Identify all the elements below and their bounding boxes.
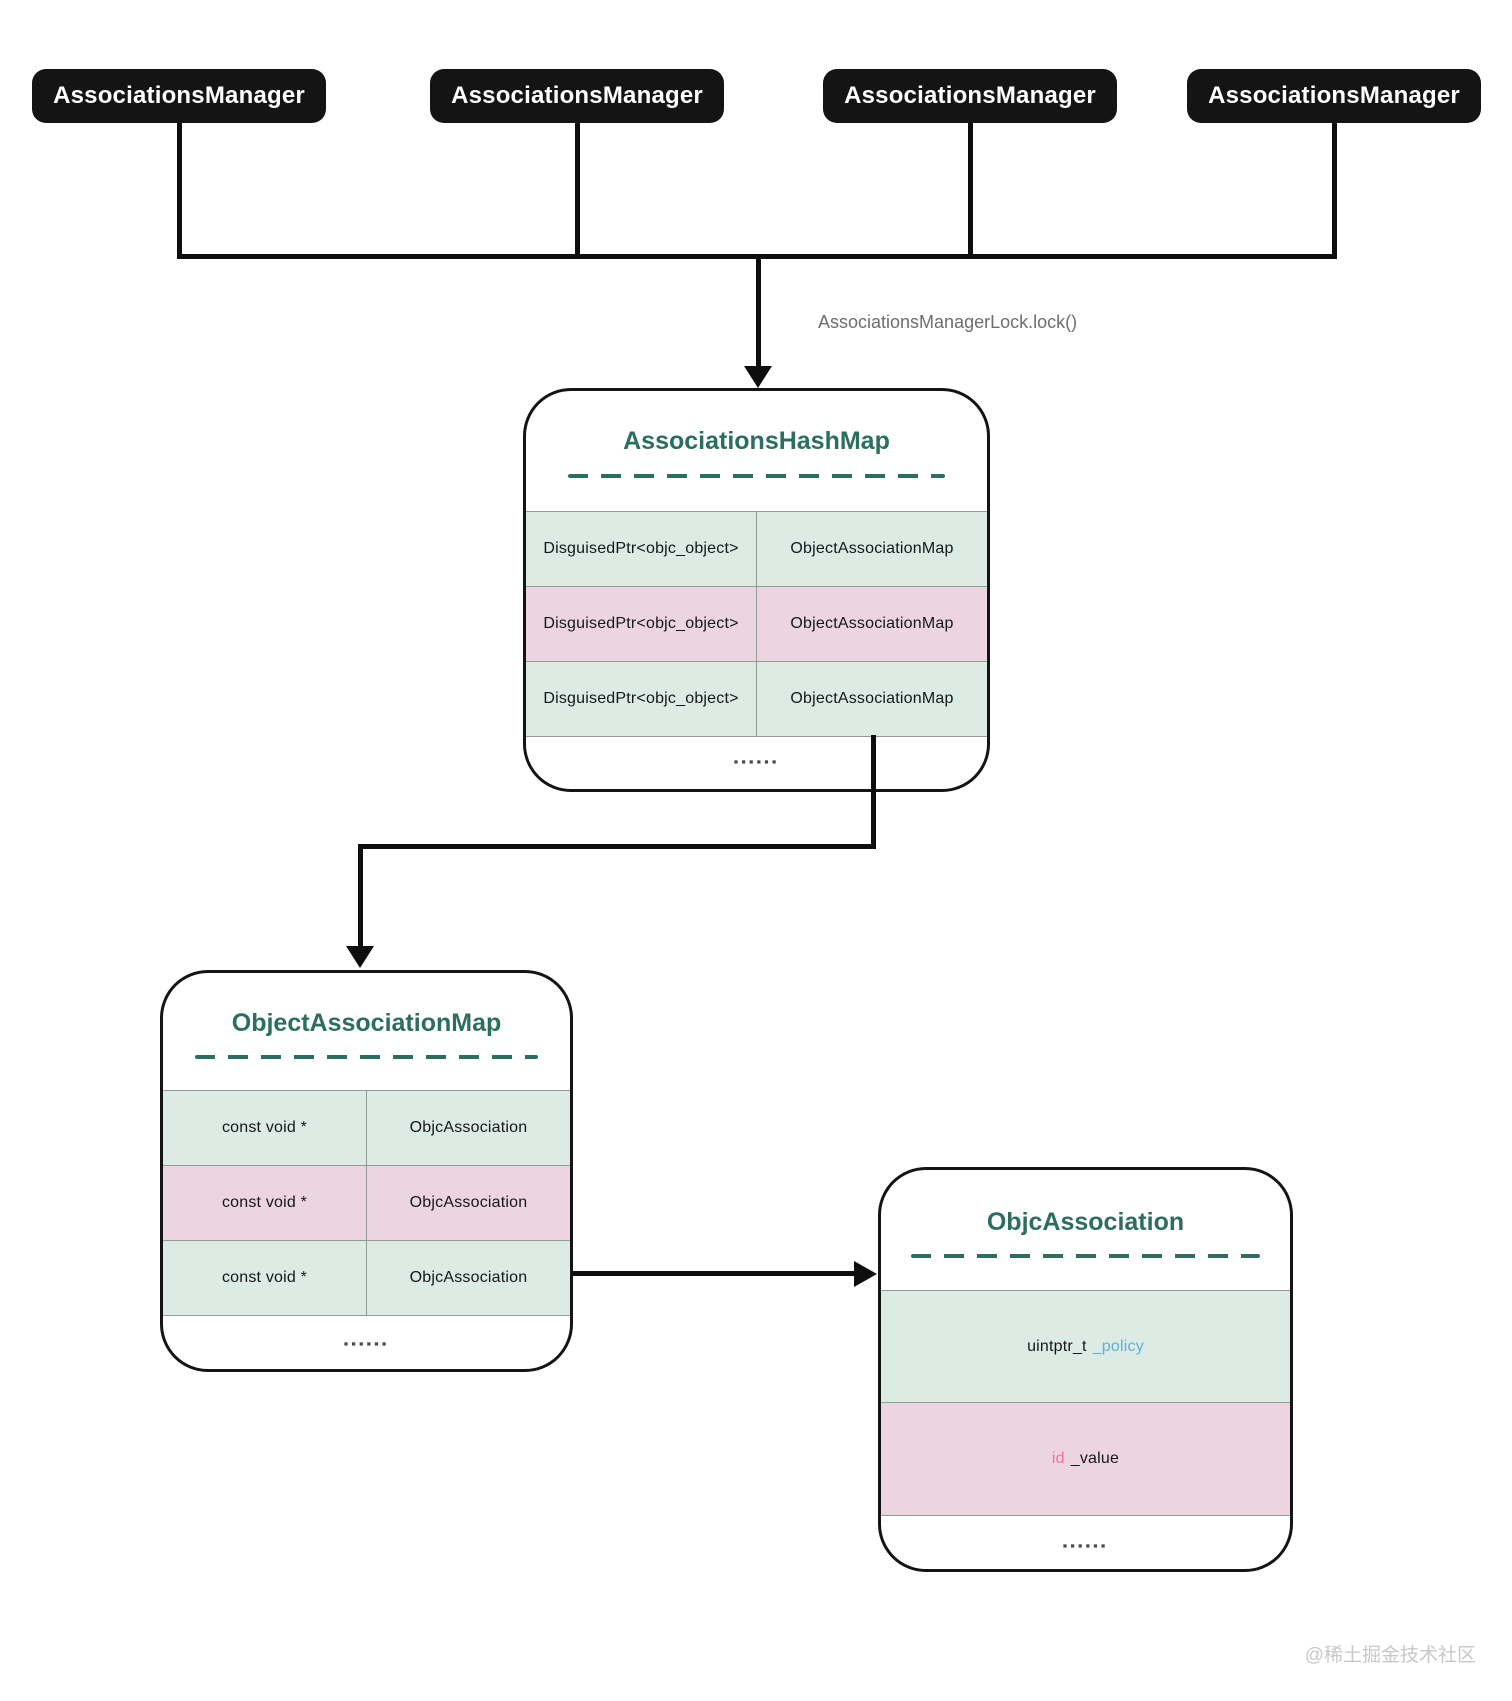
- lock-call-label: AssociationsManagerLock.lock(): [818, 312, 1078, 332]
- field-name: _value: [1070, 1450, 1120, 1467]
- table-row: const void * ObjcAssociation: [163, 1091, 570, 1166]
- connector-drop-4: [1332, 123, 1337, 259]
- associations-manager-box-2: AssociationsManager: [430, 69, 724, 123]
- associations-hashmap-title: AssociationsHashMap: [623, 427, 890, 455]
- table-row: const void * ObjcAssociation: [163, 1166, 570, 1241]
- connector-drop-3: [968, 123, 973, 259]
- key-cell: const void *: [221, 1269, 308, 1286]
- field-type: uintptr_t: [1027, 1337, 1087, 1355]
- object-association-map-card: ObjectAssociationMap const void * ObjcAs…: [160, 970, 573, 1372]
- connector-to-hashmap: [756, 256, 761, 370]
- associations-hashmap-card: AssociationsHashMap DisguisedPtr<objc_ob…: [523, 388, 990, 792]
- object-association-map-table: const void * ObjcAssociation const void …: [163, 1090, 570, 1316]
- value-cell: ObjcAssociation: [366, 1091, 570, 1165]
- ellipsis-dots: ▪▪▪▪▪▪: [733, 754, 780, 769]
- arrowhead-down-icon: [744, 366, 772, 388]
- field-name: _policy: [1092, 1337, 1144, 1355]
- connector-to-objc-association: [573, 1271, 856, 1276]
- value-cell: ObjcAssociation: [366, 1241, 570, 1315]
- table-row: DisguisedPtr<objc_object> ObjectAssociat…: [526, 662, 987, 737]
- connector-hashmap-out: [871, 735, 876, 849]
- value-cell: ObjectAssociationMap: [756, 512, 987, 586]
- connector-hashmap-elbow: [358, 844, 876, 849]
- dashed-divider: [568, 474, 945, 478]
- arrowhead-down-icon: [346, 946, 374, 968]
- table-row: DisguisedPtr<objc_object> ObjectAssociat…: [526, 587, 987, 662]
- value-cell: ObjcAssociation: [366, 1166, 570, 1240]
- associations-manager-label: AssociationsManager: [844, 82, 1096, 109]
- dashed-divider: [195, 1055, 538, 1059]
- value-cell: ObjectAssociationMap: [756, 587, 987, 661]
- field-row-value: id _value: [881, 1402, 1290, 1516]
- table-row: DisguisedPtr<objc_object> ObjectAssociat…: [526, 512, 987, 587]
- associations-manager-label: AssociationsManager: [1208, 82, 1460, 109]
- associations-manager-box-3: AssociationsManager: [823, 69, 1117, 123]
- key-cell: DisguisedPtr<objc_object>: [543, 615, 739, 632]
- ellipsis-dots: ▪▪▪▪▪▪: [343, 1336, 390, 1351]
- associations-manager-label: AssociationsManager: [451, 82, 703, 109]
- key-cell: DisguisedPtr<objc_object>: [543, 540, 739, 557]
- field-type: id: [1051, 1450, 1065, 1467]
- ellipsis-dots: ▪▪▪▪▪▪: [1062, 1538, 1109, 1553]
- key-cell: const void *: [221, 1194, 308, 1211]
- field-row-policy: uintptr_t _policy: [881, 1290, 1290, 1402]
- connector-to-oamap: [358, 844, 363, 948]
- object-association-map-title: ObjectAssociationMap: [231, 1009, 502, 1037]
- objc-association-title: ObjcAssociation: [986, 1208, 1185, 1236]
- value-cell: ObjectAssociationMap: [756, 662, 987, 736]
- dashed-divider: [911, 1254, 1260, 1258]
- arrowhead-right-icon: [854, 1261, 877, 1287]
- key-cell: const void *: [221, 1119, 308, 1136]
- associations-hashmap-table: DisguisedPtr<objc_object> ObjectAssociat…: [526, 511, 987, 737]
- table-row: const void * ObjcAssociation: [163, 1241, 570, 1316]
- associations-manager-box-4: AssociationsManager: [1187, 69, 1481, 123]
- key-cell: DisguisedPtr<objc_object>: [543, 690, 739, 707]
- connector-drop-2: [575, 123, 580, 259]
- objc-association-card: ObjcAssociation uintptr_t _policy id _va…: [878, 1167, 1293, 1572]
- watermark: @稀土掘金技术社区: [1304, 1645, 1476, 1666]
- connector-drop-1: [177, 123, 182, 259]
- associations-manager-box-1: AssociationsManager: [32, 69, 326, 123]
- associations-manager-label: AssociationsManager: [53, 82, 305, 109]
